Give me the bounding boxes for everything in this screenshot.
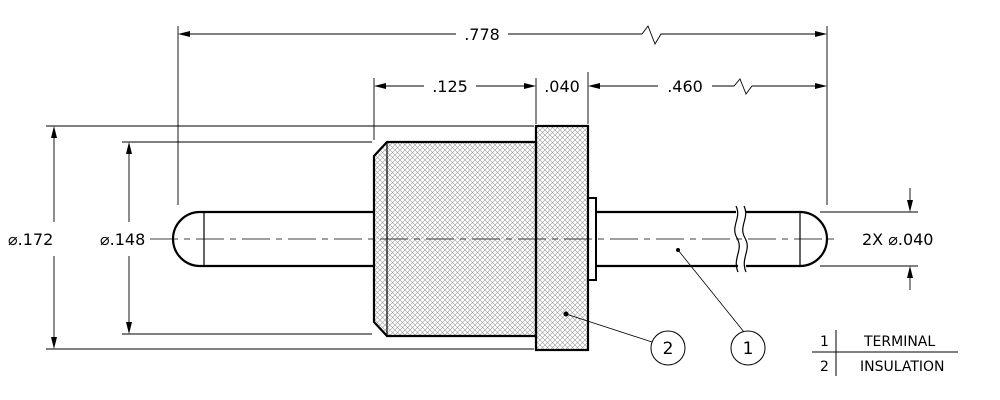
balloon-1 [730, 330, 766, 366]
arrow-172-bottom [51, 337, 57, 349]
leader-1-dot [676, 248, 680, 252]
break-line-right [742, 205, 748, 273]
dim-line-overall-right [508, 25, 825, 46]
arrow-148-bottom [126, 322, 132, 334]
dim-text-pin-length: .460 [667, 77, 703, 96]
part-geometry [150, 124, 840, 352]
balloons: 2 1 [563, 248, 766, 366]
leader-2-dot [563, 311, 569, 317]
dim-text-insulation: .125 [432, 77, 468, 96]
legend-number-1: 1 [820, 334, 829, 350]
parts-legend: 1 TERMINAL 2 INSULATION [812, 330, 958, 376]
balloon-2-label: 2 [663, 339, 674, 359]
arrow-460-right [815, 83, 827, 89]
dim-text-pin-diameter: 2X ⌀.040 [862, 230, 933, 249]
overall-text-bg [456, 24, 508, 44]
arrow-125-right [524, 83, 536, 89]
right-pin [596, 210, 829, 268]
dimension-text: .778 .125 .040 .460 ⌀.172 ⌀.148 2X ⌀.040 [8, 24, 933, 249]
dim-line-460 [590, 78, 825, 95]
arrow-125-left [374, 83, 386, 89]
break-line-left [734, 205, 740, 273]
balloon-1-label: 1 [743, 339, 754, 359]
legend-label-insulation: INSULATION [860, 359, 945, 375]
arrowheads [51, 31, 913, 349]
leader-1 [677, 249, 745, 333]
dim-text-flange-diameter: ⌀.172 [8, 230, 53, 249]
legend-number-2: 2 [820, 359, 829, 375]
dim-text-body-diameter: ⌀.148 [100, 230, 145, 249]
dim-text-flange: .040 [544, 77, 580, 96]
arrow-460-left [588, 83, 600, 89]
arrow-172-top [51, 126, 57, 138]
flange-text-bg [540, 76, 584, 96]
legend-label-terminal: TERMINAL [863, 334, 935, 350]
arrow-148-top [126, 142, 132, 154]
dim-text-overall: .778 [464, 25, 500, 44]
balloon-2 [650, 330, 686, 366]
arrow-overall-left [178, 31, 190, 37]
arrow-pin-top [907, 200, 913, 212]
arrow-pin-bottom [907, 266, 913, 278]
leader-2 [565, 313, 653, 343]
insulation-flange [534, 124, 590, 352]
arrow-overall-right [815, 31, 827, 37]
